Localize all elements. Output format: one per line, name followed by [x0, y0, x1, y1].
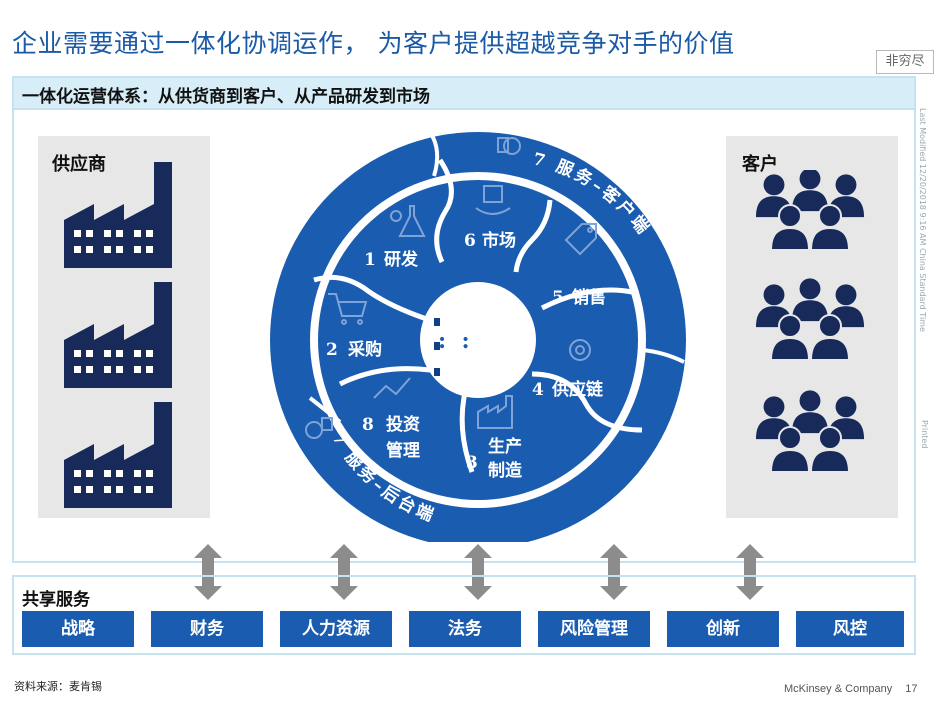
- factory-icon: [64, 162, 172, 268]
- people-group-icon: [756, 390, 864, 472]
- box-hand-icon: [475, 185, 511, 215]
- factory-small-icon: [477, 395, 513, 429]
- factory-icon: [64, 282, 172, 388]
- people-group-icon: [756, 170, 864, 250]
- supplier-factories: [64, 162, 172, 508]
- page-number: 17: [905, 683, 918, 695]
- operations-cycle: : : 7 服务–客户端 7 服务–后台端 1 研发 6 市场 5 销售 4 供…: [270, 130, 686, 542]
- segment-label-purchase: 采购: [347, 339, 382, 360]
- segment-num-invest: 8: [362, 415, 374, 435]
- service-legal: 法务: [409, 611, 521, 647]
- segment-label-mfg-1: 生产: [488, 436, 522, 457]
- factory-icon: [64, 402, 172, 508]
- chart-icon: [373, 377, 411, 399]
- service-hr: 人力资源: [280, 611, 392, 647]
- center-dots: : :: [438, 328, 470, 354]
- segment-label-invest-1: 投资: [386, 414, 420, 435]
- service-strategy: 战略: [22, 611, 134, 647]
- supplier-title: 供应商: [52, 154, 106, 175]
- service-finance: 财务: [151, 611, 263, 647]
- cart-icon: [328, 293, 368, 325]
- segment-label-mfg-2: 制造: [488, 460, 523, 481]
- center-dots-shape: [434, 318, 440, 376]
- segment-label-sales: 销售: [572, 287, 606, 308]
- tag-icon: [564, 223, 597, 256]
- segment-label-invest-2: 管理: [386, 440, 420, 461]
- footer: McKinsey & Company 17: [784, 683, 918, 695]
- segment-num-rd: 1: [364, 250, 376, 270]
- segment-dividers: [313, 158, 643, 473]
- segment-num-sales: 5: [552, 288, 564, 308]
- service-innovation: 创新: [667, 611, 779, 647]
- page-title: 企业需要通过一体化协调运作， 为客户提供超越竞争对手的价值: [12, 29, 735, 58]
- backend-service-icon: [305, 417, 333, 439]
- service-risk-management: 风险管理: [538, 611, 650, 647]
- flask-icon: [390, 205, 426, 237]
- segment-num-market: 6: [464, 231, 476, 251]
- segment-label-market: 市场: [482, 230, 516, 251]
- people-group-icon: [756, 278, 864, 360]
- client-service-icon: [497, 137, 521, 155]
- last-modified-note: Last Modified 12/20/2018 9:16 AM China S…: [918, 108, 927, 332]
- segment-label-rd: 研发: [384, 249, 419, 270]
- shared-services-frame: [12, 575, 916, 655]
- subtitle-bar: [12, 76, 916, 110]
- customer-title: 客户: [742, 154, 778, 175]
- segment-num-mfg: 3: [466, 453, 478, 473]
- subtitle: 一体化运营体系：从供货商到客户、从产品研发到市场: [22, 87, 430, 107]
- non-exhaustive-stamp: 非穷尽: [876, 50, 934, 74]
- segment-label-supply: 供应链: [551, 379, 604, 400]
- gear-icon: [569, 339, 591, 361]
- segment-num-supply: 4: [532, 380, 544, 400]
- segment-num-purchase: 2: [326, 340, 338, 360]
- shared-services-title: 共享服务: [22, 590, 90, 610]
- printed-note: Printed: [920, 420, 929, 449]
- footer-company: McKinsey & Company: [784, 683, 893, 695]
- customer-groups: [752, 170, 872, 510]
- source-note: 资料来源：麦肯锡: [14, 680, 102, 693]
- service-risk-control: 风控: [796, 611, 904, 647]
